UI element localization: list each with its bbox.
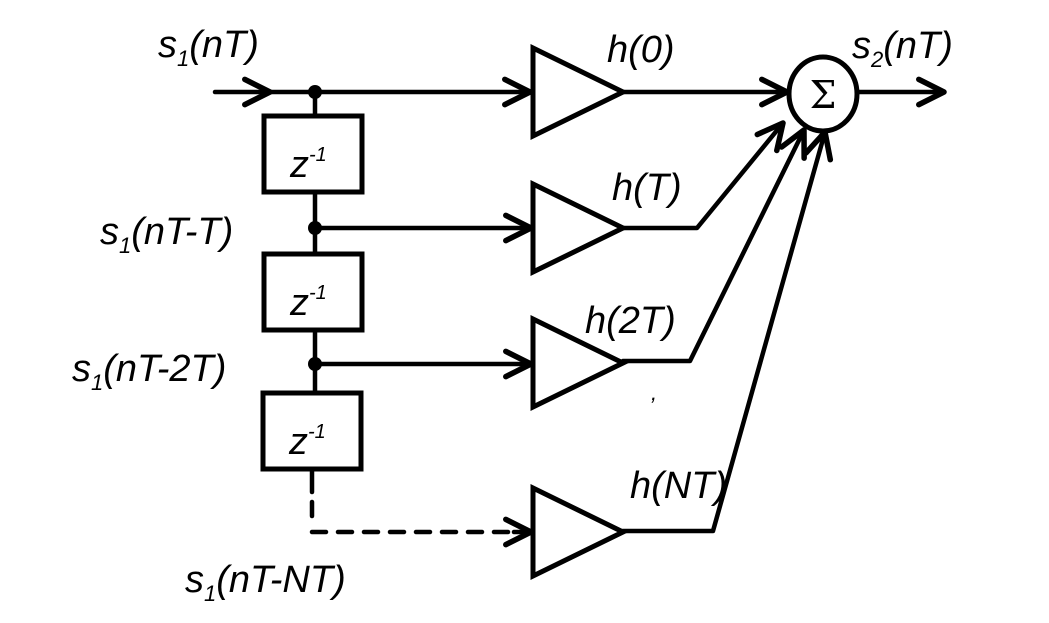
delay-label: z-1 bbox=[289, 282, 327, 324]
tap2-label: s1(nT-2T) bbox=[72, 348, 226, 395]
sigma-icon: Σ bbox=[810, 73, 837, 117]
output-label: s2(nT) bbox=[852, 25, 953, 72]
delay-block-3: z-1 bbox=[260, 390, 364, 472]
tapN-label: s1(nT-NT) bbox=[185, 559, 346, 606]
gain-label-N: h(NT) bbox=[630, 465, 727, 507]
stray-mark: , bbox=[651, 380, 657, 405]
delay-block-2: z-1 bbox=[261, 251, 365, 333]
tap1-label: s1(nT-T) bbox=[100, 211, 233, 258]
delay-block-1: z-1 bbox=[261, 113, 365, 195]
gain-label-2: h(2T) bbox=[585, 300, 676, 342]
delay-label: z-1 bbox=[288, 421, 326, 463]
gain-label-0: h(0) bbox=[607, 29, 675, 71]
gainN-to-sum bbox=[620, 129, 834, 534]
gain2-to-sum bbox=[620, 127, 807, 364]
input-label: s1(nT) bbox=[158, 24, 259, 71]
delay-label: z-1 bbox=[289, 144, 327, 186]
gain-amplifier-N bbox=[530, 483, 629, 581]
summing-junction: Σ bbox=[786, 54, 860, 134]
gain-label-1: h(T) bbox=[612, 167, 682, 209]
gain-amplifier-1 bbox=[530, 179, 629, 277]
gain1-to-sum bbox=[620, 120, 786, 231]
gain-amplifier-0 bbox=[530, 43, 629, 141]
gain-amplifier-2 bbox=[530, 314, 629, 412]
